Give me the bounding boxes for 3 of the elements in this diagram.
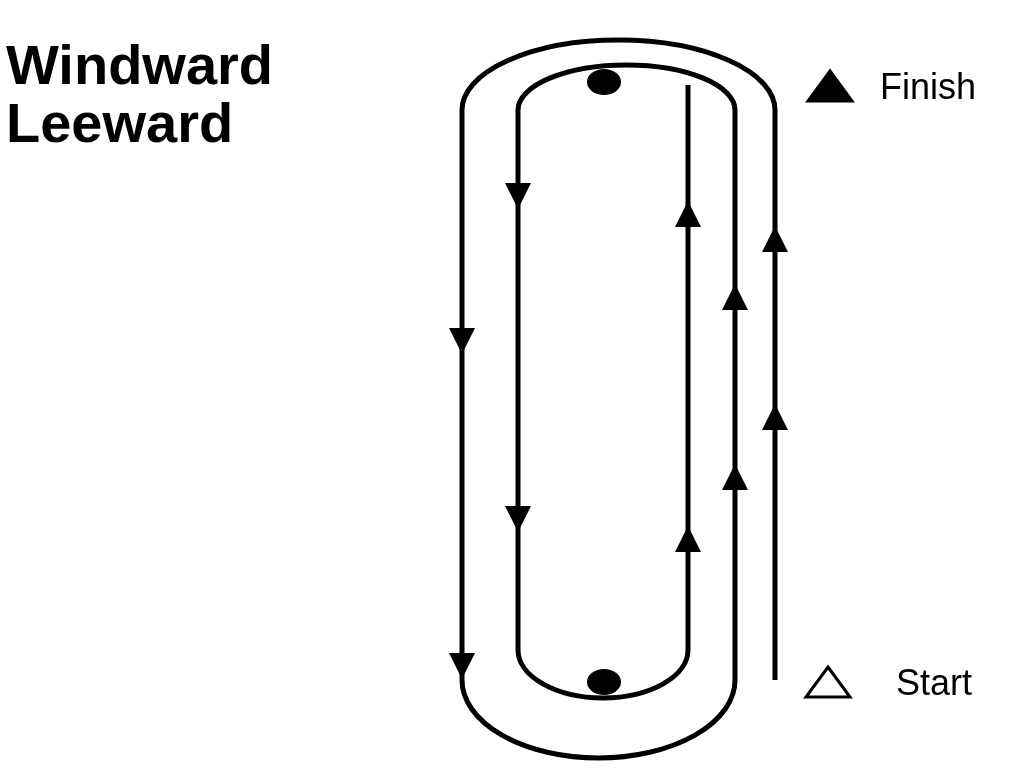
legend-label: Finish [880, 66, 977, 108]
legend-label: Start [896, 662, 973, 704]
title: Windward Leeward [6, 36, 275, 152]
